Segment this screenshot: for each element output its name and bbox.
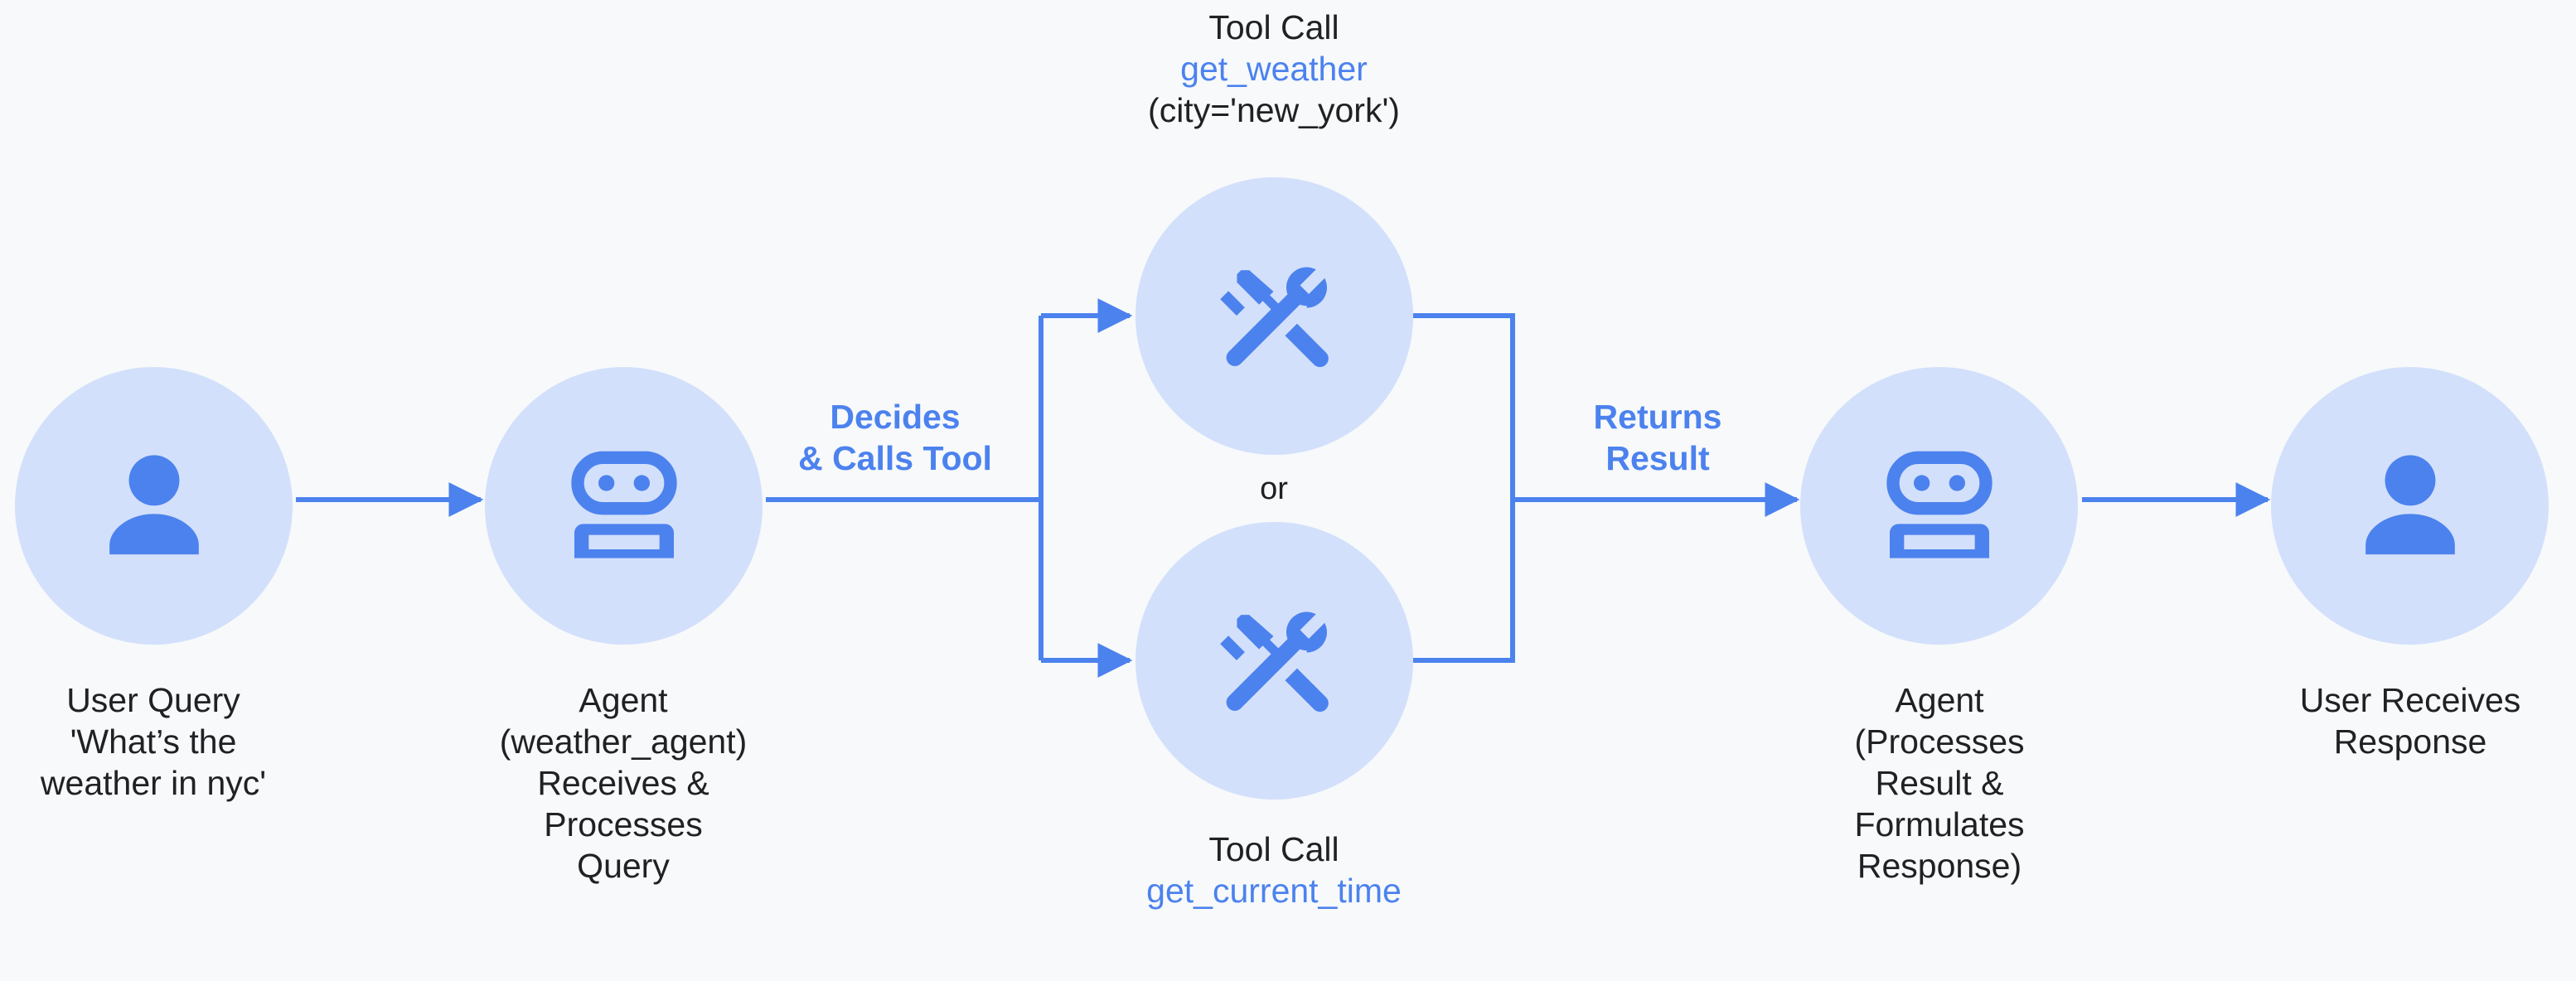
caption-agent-formulates: Agent (Processes Result & Formulates Res… (1854, 681, 2025, 885)
handyman-tools-icon (1205, 247, 1344, 386)
tool-time-function: get_current_time (1146, 872, 1402, 910)
handyman-tools-icon (1205, 592, 1344, 731)
tool-weather-args: (city='new_york') (1148, 91, 1400, 129)
tool-weather-function: get_weather (1180, 50, 1368, 88)
edge-label-returns-result: Returns Result (1593, 398, 1722, 477)
node-tool-time[interactable] (1135, 522, 1413, 800)
node-tool-weather[interactable] (1135, 177, 1413, 455)
robot-icon (558, 440, 690, 573)
caption-tool-time: Tool Call get_current_time (1108, 829, 1440, 911)
node-agent-formulates[interactable] (1800, 367, 2078, 645)
branch-separator-or: or (1260, 471, 1288, 506)
caption-user-query: User Query 'What’s the weather in nyc' (40, 681, 267, 802)
tool-weather-line1: Tool Call (1208, 8, 1339, 46)
caption-user-receives: User Receives Response (2299, 681, 2521, 761)
node-user-receives[interactable] (2271, 367, 2549, 645)
caption-agent-receives: Agent (weather_agent) Receives & Process… (499, 681, 748, 885)
person-icon (84, 436, 225, 577)
caption-tool-weather: Tool Call get_weather (city='new_york') (1108, 7, 1440, 131)
edge-label-decides-calls-tool: Decides & Calls Tool (798, 398, 992, 477)
node-user-query[interactable] (15, 367, 293, 645)
person-icon (2340, 436, 2481, 577)
tool-time-line1: Tool Call (1208, 830, 1339, 868)
node-agent-receives[interactable] (485, 367, 763, 645)
robot-icon (1873, 440, 2006, 573)
